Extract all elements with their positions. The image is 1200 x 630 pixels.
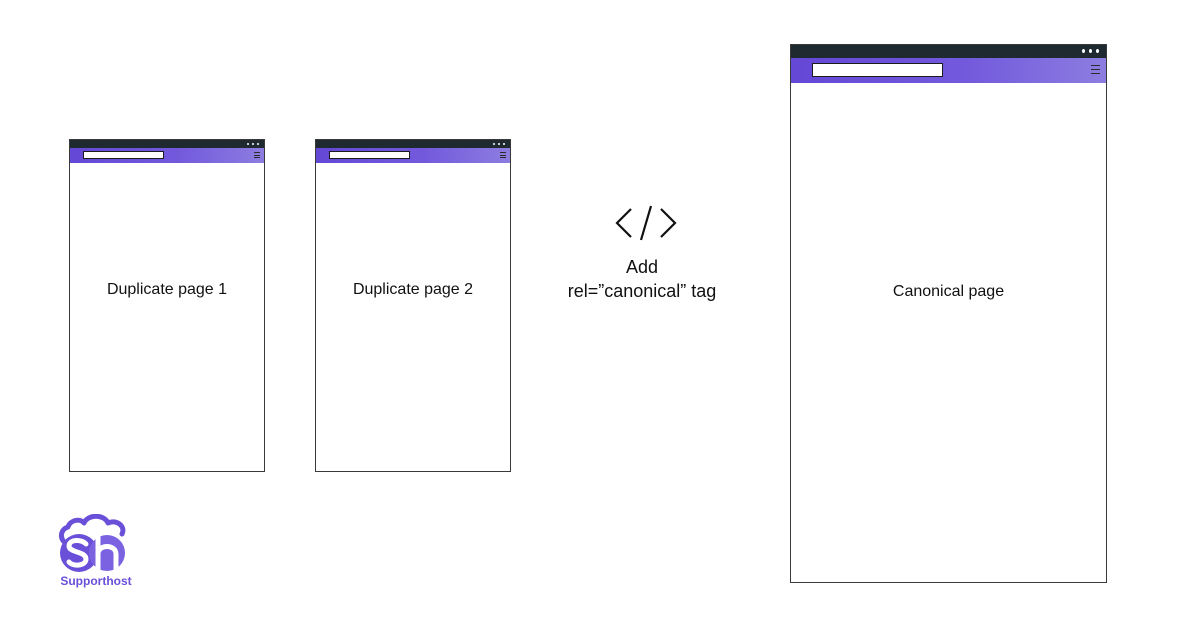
page-label: Duplicate page 2 <box>352 281 474 298</box>
browser-window-canonical: Canonical page <box>790 44 1107 583</box>
hamburger-menu-icon <box>500 152 506 158</box>
code-brackets-icon <box>615 205 677 241</box>
browser-nav-bar <box>791 58 1106 83</box>
address-bar <box>329 151 410 159</box>
browser-window-duplicate-2: Duplicate page 2 <box>315 139 511 472</box>
page-label: Canonical page <box>892 283 1005 300</box>
window-dots-icon <box>247 143 259 145</box>
browser-nav-bar <box>316 148 510 163</box>
hamburger-menu-icon <box>1091 65 1100 74</box>
action-text-line2: rel=”canonical” tag <box>567 281 717 301</box>
cloud-sh-logo-icon <box>59 513 126 572</box>
supporthost-logo: Supporthost <box>52 513 144 588</box>
page-label: Duplicate page 1 <box>106 281 228 298</box>
browser-nav-bar <box>70 148 264 163</box>
window-title-bar <box>70 140 264 148</box>
window-dots-icon <box>1082 49 1099 53</box>
action-text-line1: Add <box>625 257 659 277</box>
window-title-bar <box>316 140 510 148</box>
logo-wordmark: Supporthost <box>60 574 132 588</box>
hamburger-menu-icon <box>254 152 260 158</box>
browser-window-duplicate-1: Duplicate page 1 <box>69 139 265 472</box>
address-bar <box>83 151 164 159</box>
window-dots-icon <box>493 143 505 145</box>
address-bar <box>812 63 943 77</box>
window-title-bar <box>791 45 1106 58</box>
